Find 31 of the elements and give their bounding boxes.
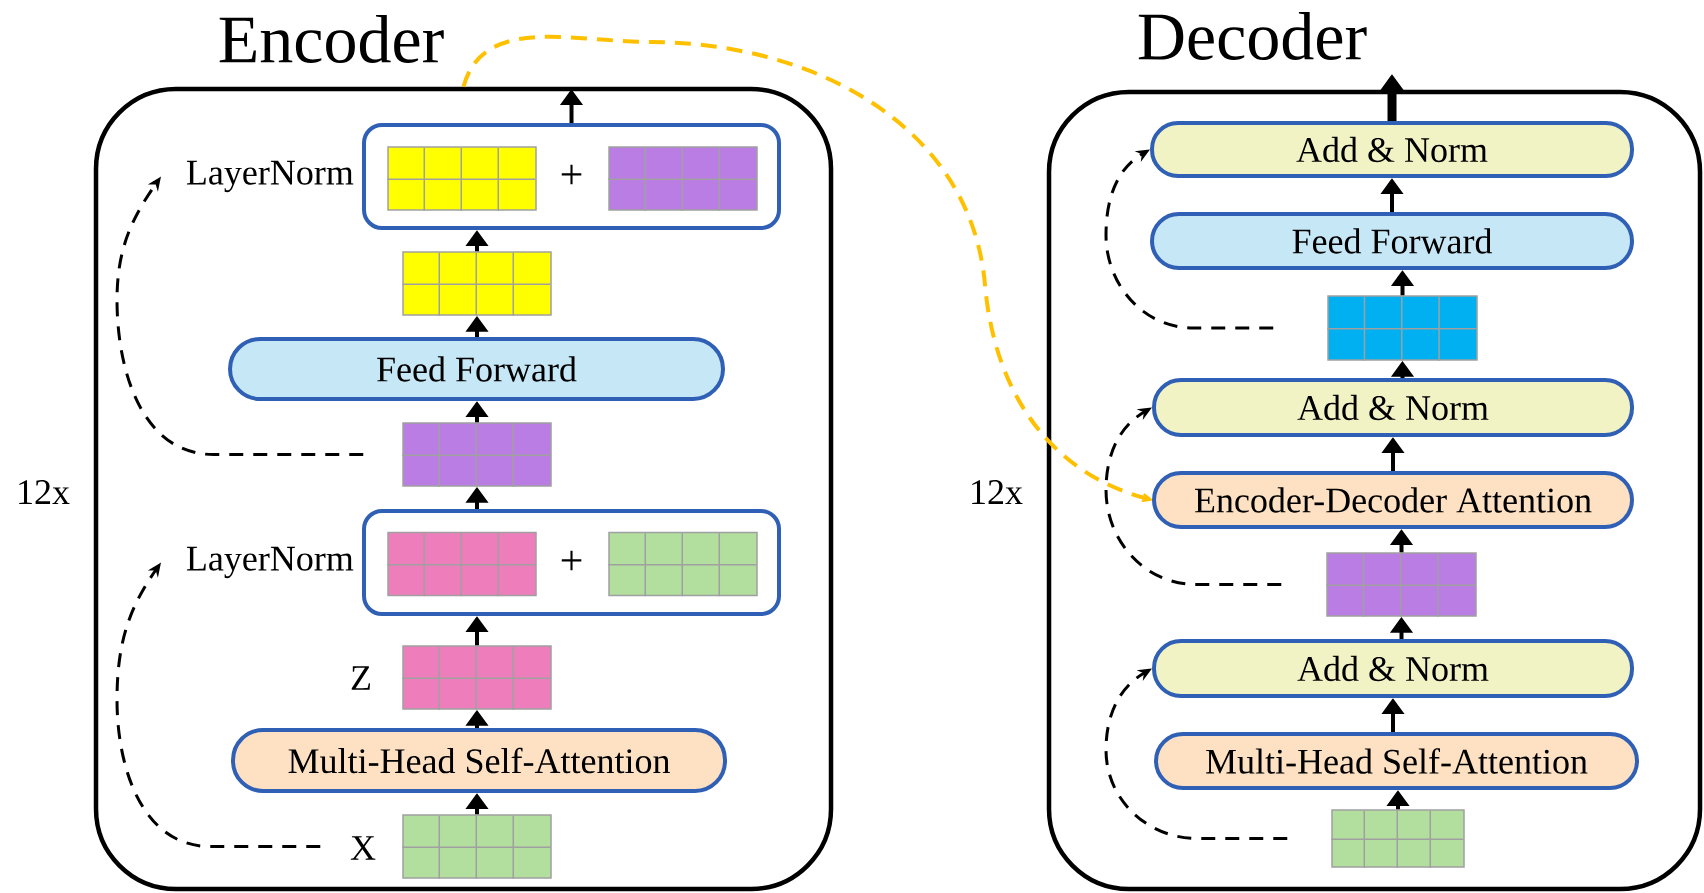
grid-block <box>1326 295 1478 362</box>
grid-block <box>386 531 537 597</box>
side-label: Z <box>351 666 371 690</box>
data-flow-arrow <box>461 34 1153 503</box>
side-label: X <box>350 836 376 860</box>
residual-arrow <box>1104 407 1282 586</box>
layer-box: Multi-Head Self-Attention <box>231 728 727 793</box>
side-label: 12x <box>972 480 1023 504</box>
layer-box: Add & Norm <box>1152 639 1634 698</box>
grid-block <box>607 146 758 212</box>
layer-box: Multi-Head Self-Attention <box>1154 732 1639 790</box>
side-label: 12x <box>19 480 70 504</box>
grid-block <box>1330 809 1465 869</box>
grid-block <box>607 531 758 597</box>
layer-label: LayerNorm <box>186 546 354 579</box>
layer-box: Feed Forward <box>1150 212 1634 270</box>
residual-arrow <box>1104 668 1288 840</box>
grid-block <box>401 251 552 317</box>
block-title: Encoder <box>219 15 444 63</box>
layer-box: Add & Norm <box>1152 378 1634 437</box>
layer-box: Encoder-Decoder Attention <box>1152 471 1634 529</box>
plus-sign: + <box>561 164 582 185</box>
grid-block <box>401 422 552 488</box>
grid-block <box>386 146 537 212</box>
residual-arrow <box>1104 149 1274 330</box>
layer-box: Add & Norm <box>1150 121 1634 178</box>
block-title: Decoder <box>1138 12 1367 60</box>
grid-block <box>1325 552 1477 618</box>
plus-sign: + <box>561 550 582 571</box>
layer-label: LayerNorm <box>186 160 354 193</box>
layer-box: Feed Forward <box>228 337 725 401</box>
